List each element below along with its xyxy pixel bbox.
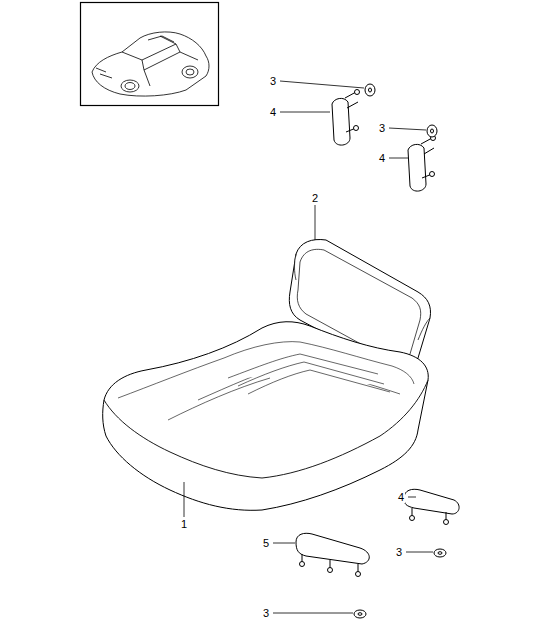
washer-part-3 (427, 125, 437, 137)
callout-number: 4 (269, 106, 277, 118)
thumbnail-frame (81, 3, 219, 106)
seat-cushion (103, 322, 429, 511)
clip-part-4 (404, 489, 459, 524)
leader-lines (184, 81, 433, 613)
washer-part-3 (354, 610, 366, 618)
clip-part-4 (332, 90, 360, 146)
washer-hole (369, 88, 372, 92)
washer-hole (431, 129, 434, 133)
washer-hole (438, 552, 442, 555)
clip-part-5 (296, 533, 369, 576)
clip-part-4 (408, 136, 436, 192)
car-thumbnail (92, 32, 209, 96)
callout-number: 3 (395, 546, 403, 558)
callout-number: 3 (262, 607, 270, 619)
washer-part-3 (365, 84, 375, 96)
washer-hole (358, 613, 362, 616)
callout-number: 3 (378, 122, 386, 134)
callout-number: 4 (378, 152, 386, 164)
callout-number: 1 (180, 518, 188, 530)
callout-number: 5 (262, 537, 270, 549)
callout-number: 3 (269, 75, 277, 87)
callout-number: 2 (311, 192, 319, 204)
callout-number: 4 (397, 491, 405, 503)
washer-part-3 (434, 549, 446, 557)
